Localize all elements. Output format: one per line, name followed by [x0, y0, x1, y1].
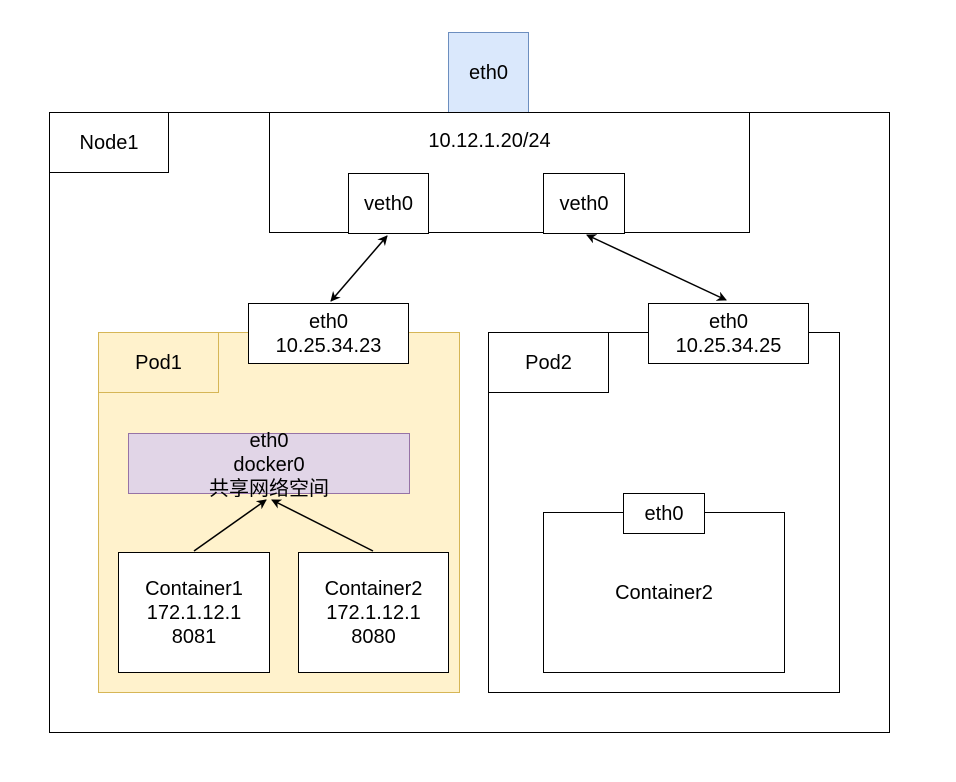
pod2-eth0-ip: 10.25.34.25	[675, 334, 782, 357]
shared-netns-label: eth0 docker0 共享网络空间	[128, 423, 410, 507]
bridge-cidr-text: 10.12.1.20/24	[428, 130, 551, 152]
veth-right-text: veth0	[559, 192, 609, 215]
pod1-container2-port: 8080	[351, 625, 396, 648]
pod2-container2: Container2	[543, 512, 785, 673]
node-label-text: Node1	[79, 131, 139, 154]
shared-netns-line3: 共享网络空间	[209, 478, 329, 500]
veth-right: veth0	[543, 173, 625, 234]
pod2-container2-eth0-text: eth0	[644, 502, 684, 525]
pod2-eth0-name: eth0	[709, 310, 748, 333]
pod1-eth0-name: eth0	[309, 310, 348, 333]
pod2-label: Pod2	[488, 332, 609, 393]
pod2-label-text: Pod2	[525, 351, 572, 374]
pod2-container2-eth0: eth0	[623, 493, 705, 534]
shared-netns-box	[128, 433, 410, 494]
bridge-cidr: 10.12.1.20/24	[269, 126, 710, 156]
pod1-label: Pod1	[98, 332, 219, 393]
pod1-container2-ip: 172.1.12.1	[326, 601, 421, 624]
pod1-container1: Container1 172.1.12.1 8081	[118, 552, 270, 673]
pod1-eth0-ip: 10.25.34.23	[275, 334, 382, 357]
external-eth0: eth0	[448, 32, 529, 113]
pod2-eth0: eth0 10.25.34.25	[648, 303, 809, 364]
pod1-container1-name: Container1	[145, 577, 243, 600]
pod1-container1-ip: 172.1.12.1	[146, 601, 242, 624]
node-label: Node1	[49, 112, 169, 173]
pod1-container2-name: Container2	[324, 577, 423, 600]
veth-left-text: veth0	[364, 192, 413, 215]
pod2-container2-name: Container2	[615, 581, 713, 604]
pod1-label-text: Pod1	[135, 351, 182, 374]
veth-left: veth0	[348, 173, 429, 234]
pod1-container2: Container2 172.1.12.1 8080	[298, 552, 449, 673]
shared-netns-line2: docker0	[233, 454, 305, 476]
shared-netns-line1: eth0	[249, 430, 289, 452]
external-eth0-text: eth0	[469, 61, 508, 84]
pod1-container1-port: 8081	[171, 625, 217, 648]
pod1-eth0: eth0 10.25.34.23	[248, 303, 409, 364]
